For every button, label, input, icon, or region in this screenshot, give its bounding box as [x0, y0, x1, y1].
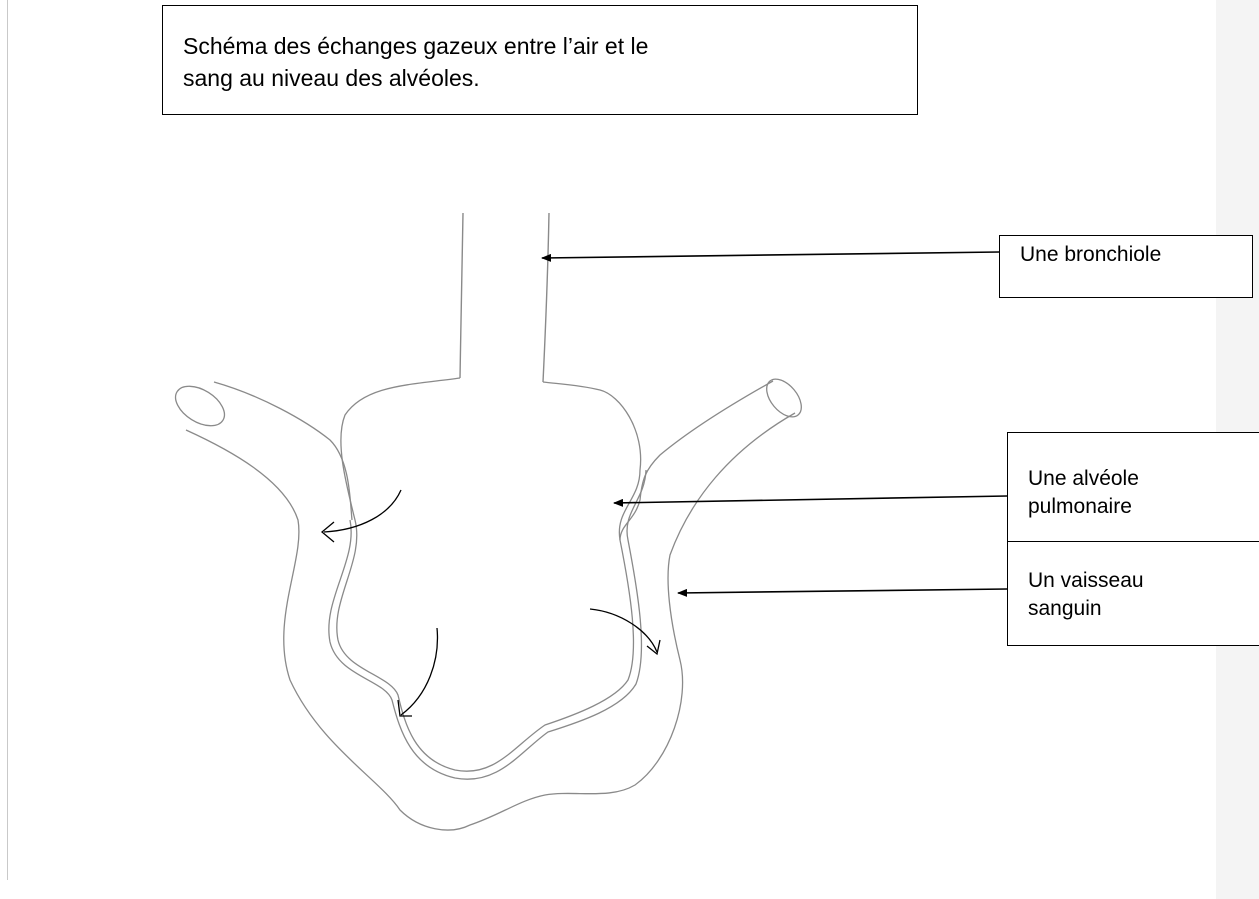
bronchiole-right-wall: [543, 213, 549, 382]
blood-vessel-drawing: [169, 373, 808, 830]
vessel-outer-left: [186, 413, 795, 830]
label-alveole-line-1: Une alvéole: [1028, 465, 1259, 493]
alveolus-drawing: [329, 378, 646, 779]
vessel-right-opening: [760, 373, 808, 423]
label-vaisseau: Un vaisseau sanguin: [1007, 542, 1259, 646]
label-vaisseau-line-1: Un vaisseau: [1028, 567, 1259, 595]
title-line-1: Schéma des échanges gazeux entre l’air e…: [183, 30, 917, 62]
label-alveole: Une alvéole pulmonaire: [1007, 432, 1259, 542]
exchange-arrow-2: [401, 628, 437, 715]
title-line-2: sang au niveau des alvéoles.: [183, 62, 917, 94]
alveolus-outer-wall: [337, 378, 641, 771]
label-bronchiole-text: Une bronchiole: [1020, 241, 1252, 269]
vessel-inner-right: [620, 381, 773, 540]
bronchiole-left-wall: [460, 213, 463, 378]
exchange-arrow-1: [324, 490, 401, 532]
label-pointers: [542, 252, 1007, 593]
label-bronchiole: Une bronchiole: [999, 235, 1253, 298]
exchange-arrow-3-head: [647, 640, 660, 654]
pointer-bronchiole: [542, 252, 999, 258]
label-alveole-line-2: pulmonaire: [1028, 493, 1259, 521]
diagram-title: Schéma des échanges gazeux entre l’air e…: [162, 5, 918, 115]
vessel-inner-left: [214, 382, 352, 520]
pointer-alveole: [614, 496, 1007, 503]
pointer-vaisseau: [678, 589, 1007, 593]
bronchiole-drawing: [460, 213, 549, 382]
exchange-arrow-3: [590, 609, 657, 652]
vessel-left-opening: [169, 378, 232, 434]
label-vaisseau-line-2: sanguin: [1028, 595, 1259, 623]
